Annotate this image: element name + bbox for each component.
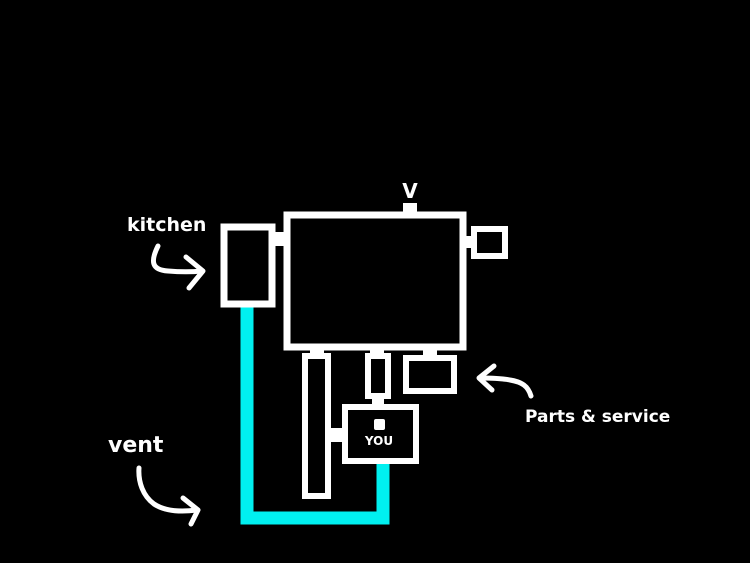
vent-arrow <box>136 465 201 527</box>
kitchen-label: kitchen <box>127 214 206 236</box>
west-hallway[interactable] <box>302 353 331 499</box>
right-room-connector <box>463 236 475 248</box>
you-label: YOU <box>364 434 393 448</box>
main-room[interactable] <box>283 211 467 351</box>
top-door <box>403 203 417 213</box>
vent-duct <box>240 306 390 525</box>
door-marker-label: V <box>402 179 418 203</box>
parts-service-room[interactable] <box>403 355 457 394</box>
right-small-room[interactable] <box>471 226 508 259</box>
hall-connector-left <box>310 347 324 356</box>
kitchen-connector <box>272 232 286 246</box>
kitchen-arrow <box>150 243 206 291</box>
east-hall-connector <box>372 396 384 406</box>
parts-connector <box>423 347 437 356</box>
vent-label: vent <box>108 433 164 458</box>
player-marker <box>374 419 385 430</box>
kitchen-room[interactable] <box>220 223 276 308</box>
parts-service-label: Parts & service <box>525 407 670 427</box>
parts-service-arrow <box>476 363 534 399</box>
east-hallway[interactable] <box>365 353 391 399</box>
hall-connector-mid <box>370 347 384 356</box>
office-left-door <box>331 428 345 442</box>
